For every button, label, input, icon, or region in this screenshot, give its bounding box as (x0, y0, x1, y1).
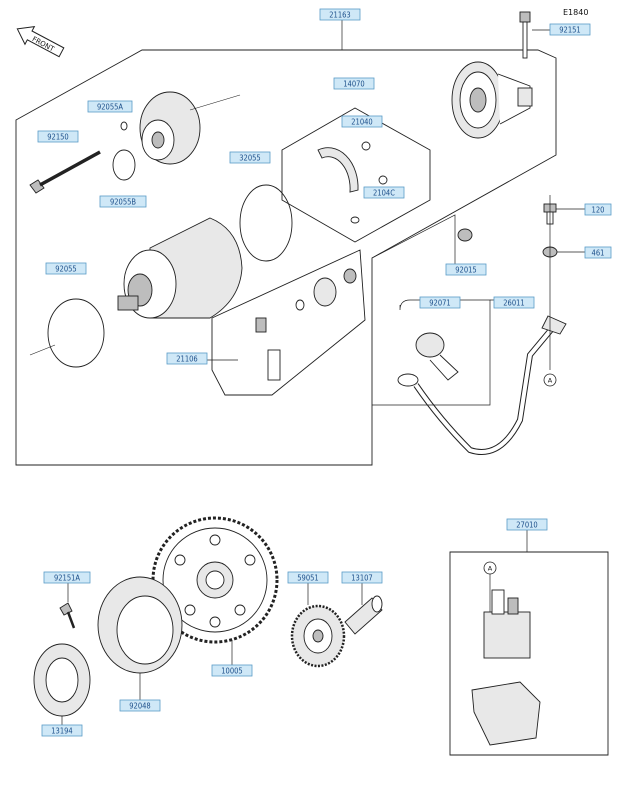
label-21040[interactable]: 21040 (341, 115, 383, 128)
callout-a-top-text: A (548, 377, 553, 385)
svg-text:59051: 59051 (297, 574, 318, 583)
svg-text:21040: 21040 (351, 118, 372, 127)
o-ring-92055A (120, 121, 128, 131)
svg-text:2104C: 2104C (373, 189, 395, 198)
label-92055A[interactable]: 92055A (87, 100, 133, 113)
label-461[interactable]: 461 (584, 246, 612, 259)
svg-text:14070: 14070 (343, 80, 364, 89)
svg-text:92150: 92150 (47, 133, 68, 142)
o-ring-92055 (47, 298, 105, 368)
relay-frame-27010 (449, 551, 609, 756)
svg-text:13107: 13107 (351, 574, 372, 583)
label-92151A[interactable]: 92151A (43, 571, 91, 584)
starter-front-housing (139, 91, 241, 165)
one-way-clutch-13194 (33, 643, 91, 717)
label-92150[interactable]: 92150 (37, 130, 79, 143)
starter-gear-10005 (151, 516, 279, 644)
svg-text:461: 461 (592, 249, 605, 258)
svg-text:92055B: 92055B (110, 198, 136, 207)
label-120[interactable]: 120 (584, 203, 612, 216)
relay-boot (471, 681, 541, 746)
starter-cable-26011 (397, 315, 567, 455)
label-92048[interactable]: 92048 (119, 699, 161, 712)
o-ring-92055B (112, 149, 136, 181)
label-92151[interactable]: 92151 (549, 23, 591, 36)
label-27010[interactable]: 27010 (506, 518, 548, 531)
bolt-92151A (59, 602, 76, 629)
label-21163[interactable]: 21163 (319, 8, 361, 21)
label-92071[interactable]: 92071 (419, 296, 461, 309)
idle-gear-59051 (290, 604, 346, 668)
label-32055[interactable]: 32055 (229, 151, 271, 164)
label-14070[interactable]: 14070 (333, 77, 375, 90)
svg-text:92151A: 92151A (54, 574, 80, 583)
callout-a-bottom (483, 561, 497, 575)
brush-plate-14070 (281, 107, 431, 243)
label-13194[interactable]: 13194 (41, 724, 83, 737)
svg-text:92151: 92151 (559, 26, 580, 35)
svg-text:27010: 27010 (516, 521, 537, 530)
svg-text:92048: 92048 (129, 702, 150, 711)
label-92055B[interactable]: 92055B (99, 195, 147, 208)
nut-92015 (457, 228, 473, 242)
starter-end-cover (451, 61, 533, 139)
label-92015[interactable]: 92015 (445, 263, 487, 276)
diagram-code: E1840 (563, 8, 588, 17)
svg-text:10005: 10005 (221, 667, 242, 676)
label-59051[interactable]: 59051 (287, 571, 329, 584)
svg-text:21106: 21106 (176, 355, 197, 364)
svg-text:26011: 26011 (503, 299, 524, 308)
label-2104C[interactable]: 2104C (363, 186, 405, 199)
svg-text:120: 120 (592, 206, 605, 215)
svg-text:13194: 13194 (51, 727, 72, 736)
label-10005[interactable]: 10005 (211, 664, 253, 677)
svg-text:92015: 92015 (455, 266, 476, 275)
starter-yoke (117, 217, 243, 319)
label-26011[interactable]: 26011 (493, 296, 535, 309)
label-92055[interactable]: 92055 (45, 262, 87, 275)
terminal-kit-21106 (211, 249, 366, 396)
front-arrow-icon: FRONT (16, 25, 65, 58)
svg-text:92055: 92055 (55, 265, 76, 274)
clutch-housing-92048 (97, 576, 183, 674)
label-13107[interactable]: 13107 (341, 571, 383, 584)
svg-text:32055: 32055 (239, 154, 260, 163)
svg-text:92071: 92071 (429, 299, 450, 308)
svg-text:92055A: 92055A (97, 103, 123, 112)
svg-text:21163: 21163 (329, 11, 350, 20)
starter-relay (483, 589, 531, 659)
label-21106[interactable]: 21106 (166, 352, 208, 365)
shaft-13107 (344, 595, 383, 635)
callout-a-top (543, 373, 557, 387)
bolt-92151 (519, 11, 531, 59)
starter-assembly-frame (15, 49, 557, 466)
terminal-cap-92071 (415, 332, 459, 381)
group-frame-cable (372, 299, 491, 406)
bolt-92150 (29, 150, 101, 194)
o-ring-32055 (239, 184, 293, 262)
callout-a-bottom-text: A (488, 565, 493, 573)
